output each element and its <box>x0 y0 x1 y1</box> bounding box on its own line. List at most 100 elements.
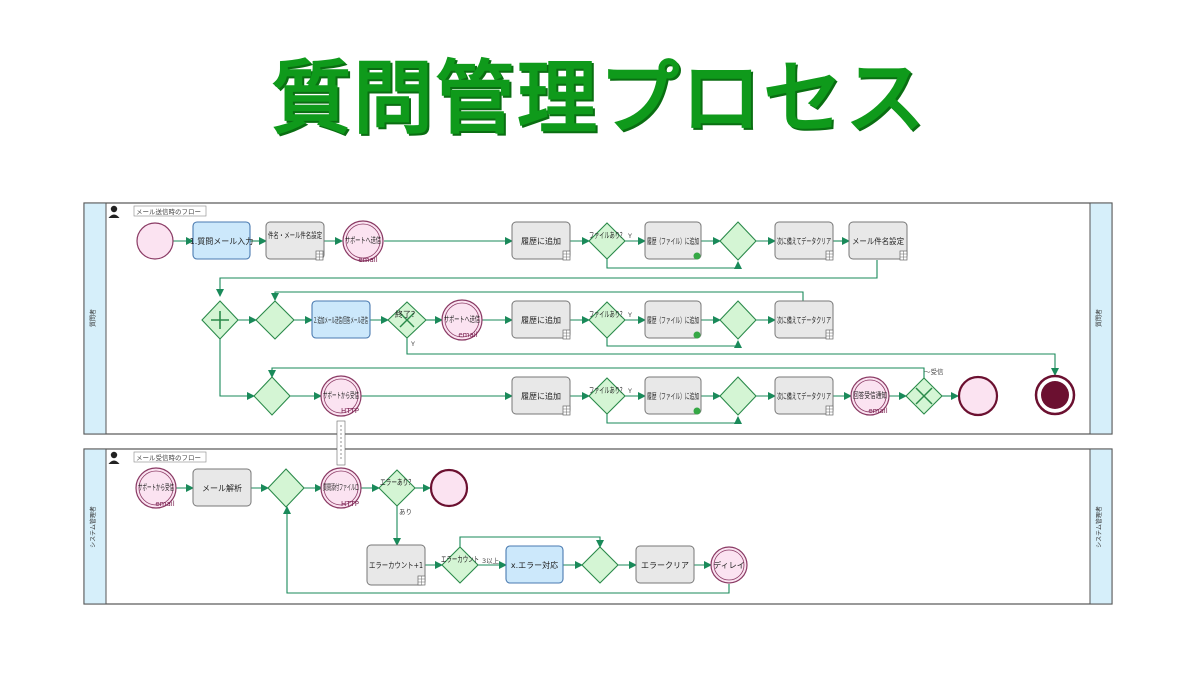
task-t6[interactable]: メール件名設定 <box>848 221 908 261</box>
task-t4[interactable]: 履歴（ファイル）に追加 <box>644 221 702 260</box>
svg-text:ファイルあり？: ファイルあり？ <box>589 386 625 395</box>
terminate-end-event[interactable] <box>1034 374 1076 416</box>
lane-label-right: 質問者 <box>1095 309 1103 327</box>
end-event[interactable] <box>429 468 469 508</box>
svg-text:エラーカウント+1: エラーカウント+1 <box>369 561 423 570</box>
svg-text:終了？: 終了？ <box>395 309 419 319</box>
gateway-g5[interactable]: エラーあり？ <box>378 469 416 507</box>
tasks: 1.質問メール入力 件名・メール件名設定 履歴に追加 履歴（ファイル）に追加 次… <box>190 221 908 586</box>
lane-label-left: 質問者 <box>89 309 97 327</box>
task-t14[interactable]: メール解析 <box>192 468 252 507</box>
gateway-merge[interactable] <box>253 376 291 416</box>
lane-label-left: システム管理者 <box>89 506 97 548</box>
svg-text:メール件名設定: メール件名設定 <box>852 236 904 246</box>
svg-text:email: email <box>868 407 887 415</box>
edge-label: あり <box>399 508 412 516</box>
end-event[interactable] <box>957 375 999 417</box>
gateway-g6[interactable]: エラーカウント <box>441 546 479 584</box>
svg-text:履歴（ファイル）に追加: 履歴（ファイル）に追加 <box>647 236 699 246</box>
edge-label: Y <box>627 311 632 319</box>
script-icon <box>315 250 324 261</box>
svg-text:次に備えてデータクリア: 次に備えてデータクリア <box>777 315 831 325</box>
task-t17[interactable]: エラークリア <box>635 545 695 584</box>
svg-text:件名・メール件名設定: 件名・メール件名設定 <box>268 230 322 240</box>
svg-text:エラーカウント: エラーカウント <box>441 555 479 564</box>
svg-text:次に備えてデータクリア: 次に備えてデータクリア <box>777 236 831 246</box>
svg-text:1.質問メール入力: 1.質問メール入力 <box>190 236 254 246</box>
edge-label: Y <box>410 340 415 348</box>
svg-text:サポートから受信: サポートから受信 <box>138 482 174 492</box>
gateway-g2[interactable]: 終了？ <box>387 301 427 339</box>
task-t3[interactable]: 履歴に追加 <box>511 221 571 261</box>
gateway-merge[interactable] <box>581 546 619 584</box>
svg-text:ディレイ: ディレイ <box>713 560 744 570</box>
gateway-event-based[interactable] <box>905 377 943 415</box>
event-e2[interactable]: サポートへ送信 email <box>441 299 483 341</box>
svg-text:email: email <box>358 256 377 264</box>
svg-text:サポートへ送信: サポートへ送信 <box>345 235 381 245</box>
event-e5[interactable]: サポートから受信 email <box>135 467 177 509</box>
svg-text:質問添付ファイルロ: 質問添付ファイルロ <box>323 482 359 492</box>
gateway-merge[interactable] <box>719 376 757 416</box>
gateways: ファイルあり？ 終了？ ファイルあり？ ファイルあり？ <box>201 221 943 584</box>
svg-text:email: email <box>458 331 477 339</box>
event-e3[interactable]: サポートから受信 HTTP <box>320 375 362 417</box>
person-body-icon <box>108 460 120 464</box>
svg-text:回答受信通知: 回答受信通知 <box>853 390 887 400</box>
svg-text:履歴（ファイル）に追加: 履歴（ファイル）に追加 <box>647 391 699 401</box>
script-icon <box>417 575 426 586</box>
person-icon <box>110 205 118 213</box>
svg-text:ファイルあり？: ファイルあり？ <box>589 231 625 240</box>
svg-text:エラーあり？: エラーあり？ <box>380 478 414 487</box>
start-event[interactable] <box>136 222 174 260</box>
event-e4[interactable]: 回答受信通知 email <box>850 376 890 416</box>
script-badge-icon <box>693 407 701 415</box>
gateway-merge[interactable] <box>719 300 757 340</box>
gateway-merge[interactable] <box>719 221 757 261</box>
gateway-merge[interactable] <box>255 300 295 340</box>
lane-label-right: システム管理者 <box>1095 506 1103 548</box>
task-t15[interactable]: エラーカウント+1 <box>366 544 426 586</box>
svg-text:ファイルあり？: ファイルあり？ <box>589 310 625 319</box>
svg-text:サポートから受信: サポートから受信 <box>323 390 359 400</box>
task-t13[interactable]: 次に備えてデータクリア <box>774 376 834 416</box>
gateway-merge[interactable] <box>267 468 305 508</box>
task-t12[interactable]: 履歴（ファイル）に追加 <box>644 376 702 415</box>
edge-label: ～受信 <box>924 367 944 376</box>
pool-caption: メール送信時のフロー <box>136 207 201 216</box>
person-icon <box>110 451 118 459</box>
svg-text:履歴（ファイル）に追加: 履歴（ファイル）に追加 <box>647 315 699 325</box>
script-icon <box>825 250 834 261</box>
edge-label: Y <box>627 232 632 240</box>
task-t7[interactable]: 2.追加メール送信/回答メール送信 <box>311 300 371 339</box>
script-icon <box>825 329 834 340</box>
task-t8[interactable]: 履歴に追加 <box>511 300 571 340</box>
svg-text:履歴に追加: 履歴に追加 <box>521 391 561 401</box>
gateway-g4[interactable]: ファイルあり？ <box>588 377 626 415</box>
gateway-g1[interactable]: ファイルあり？ <box>588 222 626 260</box>
gateway-g3[interactable]: ファイルあり？ <box>588 301 626 339</box>
event-e1[interactable]: サポートへ送信 email <box>342 220 384 264</box>
svg-text:HTTP: HTTP <box>341 500 359 508</box>
task-t2[interactable]: 件名・メール件名設定 <box>265 221 325 261</box>
events: サポートへ送信 email サポートへ送信 email サポートから受信 HTT… <box>135 220 1076 584</box>
event-e6[interactable]: 質問添付ファイルロ HTTP <box>320 467 362 509</box>
message-flow <box>336 420 346 466</box>
task-t1[interactable]: 1.質問メール入力 <box>190 221 254 260</box>
svg-text:2.追加メール送信/回答メール送信: 2.追加メール送信/回答メール送信 <box>314 315 368 325</box>
task-t9[interactable]: 履歴（ファイル）に追加 <box>644 300 702 339</box>
event-e7-delay[interactable]: ディレイ <box>710 546 748 584</box>
script-icon <box>899 250 908 261</box>
gateway-parallel[interactable] <box>201 300 239 340</box>
edge-label: Y <box>627 387 632 395</box>
task-t10[interactable]: 次に備えてデータクリア <box>774 300 834 340</box>
svg-text:email: email <box>155 500 174 508</box>
task-t16[interactable]: x.エラー対応 <box>505 545 564 584</box>
task-t11[interactable]: 履歴に追加 <box>511 376 571 416</box>
svg-text:x.エラー対応: x.エラー対応 <box>511 560 558 570</box>
task-t5[interactable]: 次に備えてデータクリア <box>774 221 834 261</box>
script-icon <box>825 405 834 416</box>
svg-text:履歴に追加: 履歴に追加 <box>521 236 561 246</box>
svg-text:履歴に追加: 履歴に追加 <box>521 315 561 325</box>
